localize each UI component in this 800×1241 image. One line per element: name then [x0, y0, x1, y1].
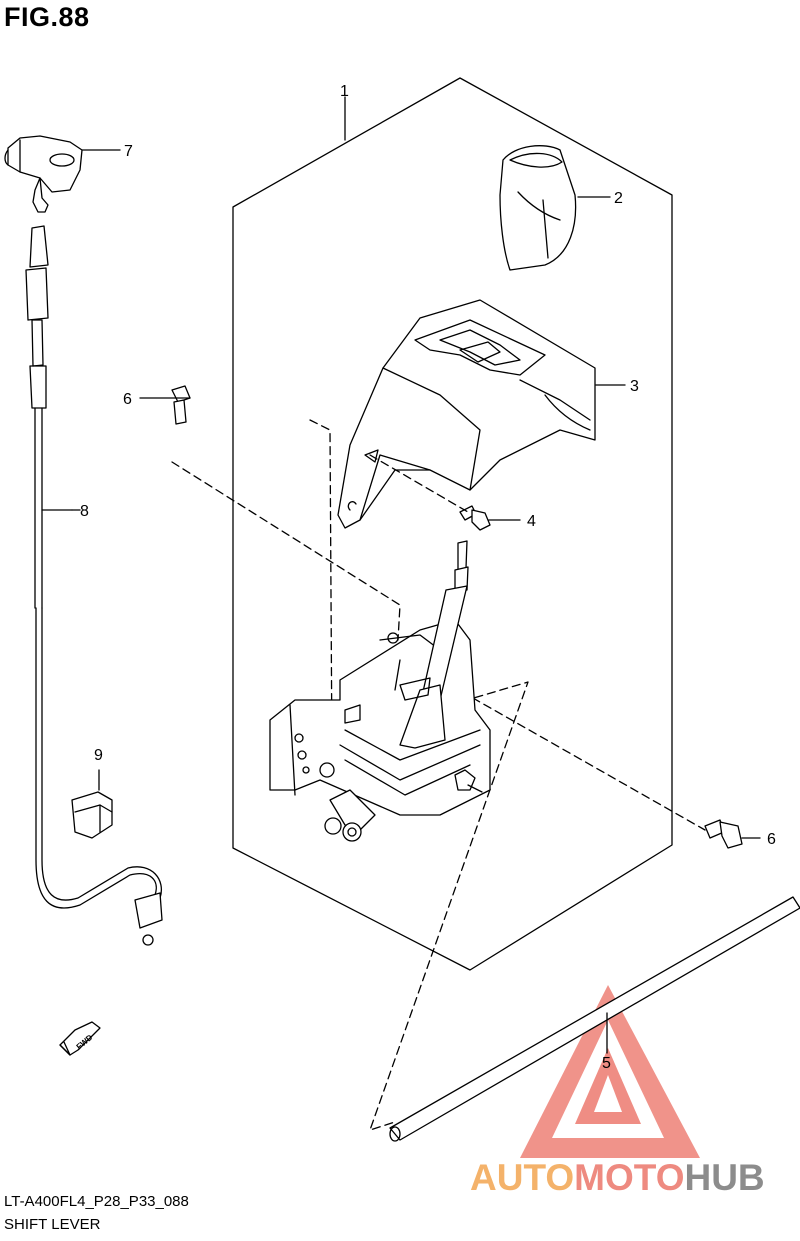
- watermark-auto: AUTO: [470, 1157, 574, 1198]
- cable-clamp: [71, 769, 113, 839]
- figure-title: FIG.88: [4, 2, 90, 32]
- callout-8: 8: [80, 503, 89, 520]
- lever-cover: [337, 299, 596, 529]
- callout-3: 3: [630, 378, 639, 395]
- assembly-boundary: [232, 77, 673, 971]
- fwd-arrow-icon: [59, 1021, 101, 1056]
- callout-7: 7: [124, 143, 133, 160]
- bolt-6-upper: [139, 385, 191, 425]
- bolt-4: [459, 505, 521, 531]
- callout-1: 1: [340, 83, 349, 100]
- callout-9: 9: [94, 747, 103, 764]
- watermark-hub: HUB: [684, 1157, 764, 1198]
- callout-2: 2: [614, 190, 623, 207]
- leader-bolt6-to-base: [171, 461, 401, 641]
- callout-4: 4: [527, 513, 536, 530]
- leader-rod: [369, 681, 529, 1131]
- shift-rod: [389, 896, 800, 1142]
- leader-cover-to-base: [309, 419, 333, 761]
- cable-connector: [4, 135, 121, 213]
- callout-6-lower: 6: [767, 831, 776, 848]
- shift-knob: [499, 145, 577, 271]
- callout-5: 5: [602, 1055, 611, 1072]
- leader-bolt6-lower: [449, 684, 706, 831]
- diagram-caption: SHIFT LEVER: [4, 1216, 101, 1233]
- leader-bolt4-to-cover: [369, 454, 469, 513]
- shift-cable: [25, 225, 163, 946]
- bolt-6-lower: [704, 819, 761, 849]
- svg-text:AUTOMOTOHUB: AUTOMOTOHUB: [470, 1157, 765, 1198]
- watermark-logo: [520, 985, 700, 1158]
- lever-base: [269, 540, 491, 842]
- diagram-code: LT-A400FL4_P28_P33_088: [4, 1193, 189, 1210]
- watermark-moto: MOTO: [574, 1157, 684, 1198]
- callout-6-upper: 6: [123, 391, 132, 408]
